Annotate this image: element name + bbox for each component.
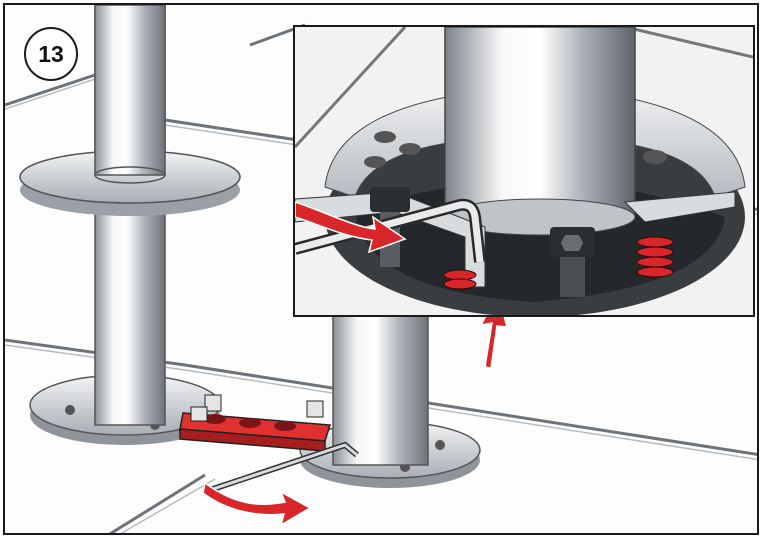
illustration-frame: 13	[3, 3, 759, 535]
red-arrow-right	[202, 481, 312, 527]
left-pole	[19, 5, 241, 445]
step-number-badge: 13	[24, 27, 78, 81]
detail-inset	[293, 25, 755, 317]
red-connector-plate	[179, 394, 331, 452]
main-scene	[5, 5, 757, 533]
red-arrow-left-down	[295, 201, 407, 254]
red-spring-right	[636, 236, 674, 278]
inset-scene	[295, 27, 753, 315]
red-spring-left	[443, 269, 477, 290]
right-pole	[299, 304, 481, 488]
